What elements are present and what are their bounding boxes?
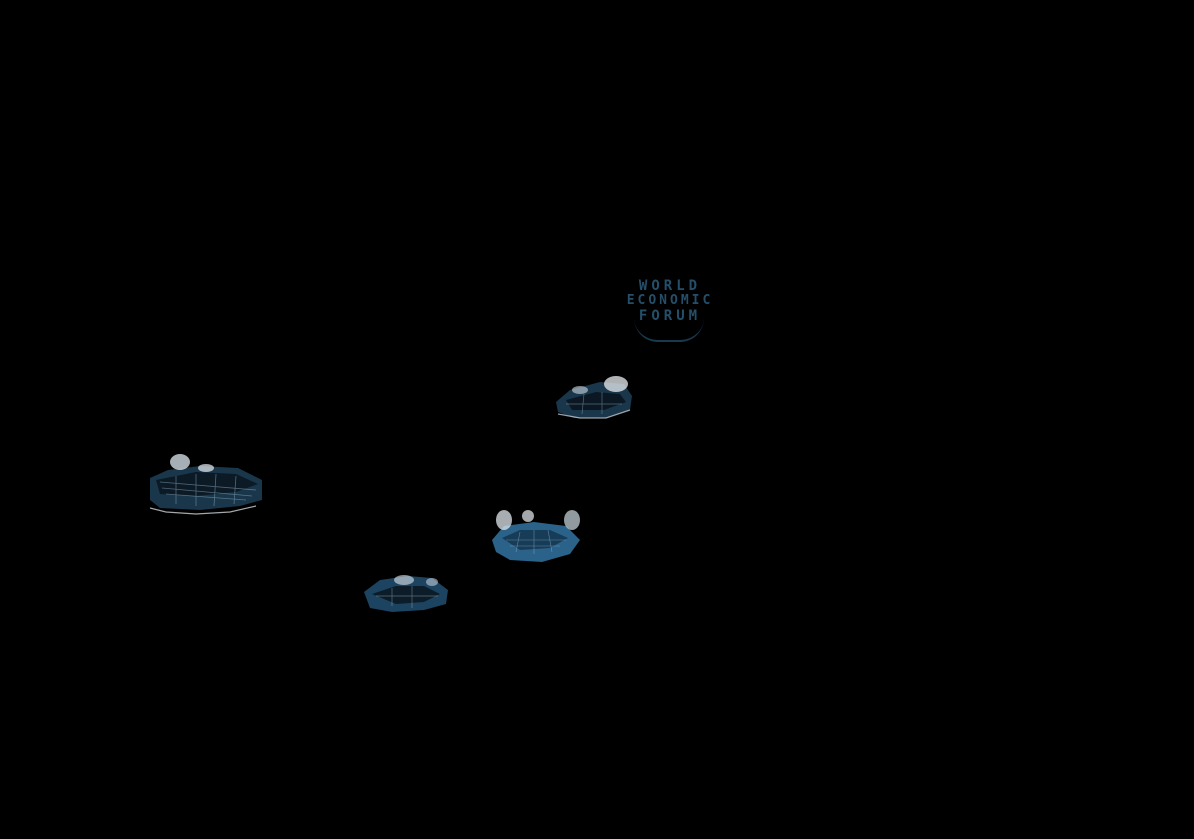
building-model-upper[interactable] — [556, 376, 632, 419]
building-model-left[interactable] — [149, 454, 262, 515]
world-economic-forum-logo: WORLD ECONOMIC FORUM — [612, 274, 728, 348]
logo-line-1: WORLD — [638, 278, 702, 294]
logo-arc-icon — [634, 318, 704, 342]
building-model-bottom[interactable] — [364, 575, 448, 612]
logo-line-2: ECONOMIC — [626, 293, 714, 308]
building-model-center[interactable] — [492, 510, 580, 562]
